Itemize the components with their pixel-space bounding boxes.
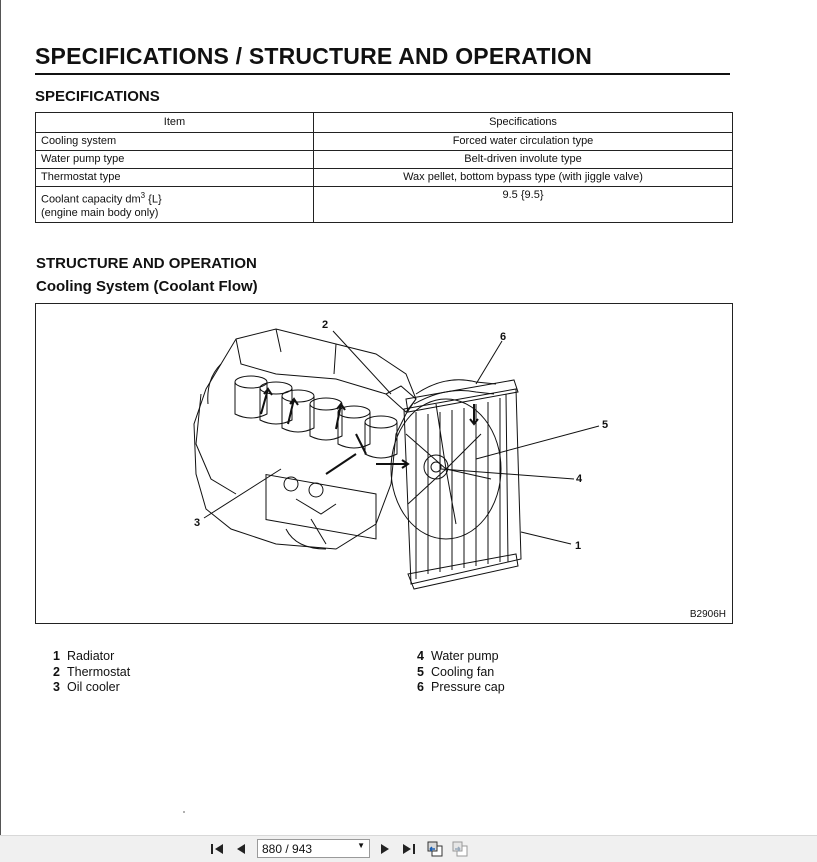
- first-page-icon[interactable]: [209, 840, 225, 858]
- specifications-table: Item Specifications Cooling system Force…: [35, 112, 733, 223]
- legend-item: 1 Radiator: [53, 649, 130, 665]
- title-underline: [35, 73, 730, 75]
- table-row: Thermostat type Wax pellet, bottom bypas…: [35, 168, 733, 187]
- legend-number: 6: [417, 680, 424, 694]
- page-number-select[interactable]: 880 / 943 ▼: [257, 839, 370, 858]
- cooling-system-figure: 1 2 3 4 5 6 B2906H: [35, 303, 733, 624]
- dropdown-caret-icon: ▼: [357, 841, 365, 850]
- structure-heading: STRUCTURE AND OPERATION: [36, 255, 257, 272]
- callout-3: 3: [194, 517, 200, 529]
- superscript-3: 3: [140, 191, 146, 200]
- legend-label: Oil cooler: [67, 680, 120, 694]
- callout-1: 1: [575, 540, 581, 552]
- legend-right: 4 Water pump 5 Cooling fan 6 Pressure cap: [417, 649, 505, 696]
- legend-item: 5 Cooling fan: [417, 665, 505, 681]
- unit-label: {L}: [145, 193, 162, 206]
- table-header-specifications: Specifications: [313, 112, 733, 133]
- table-cell-item: Thermostat type: [35, 168, 314, 187]
- figure-heading: Cooling System (Coolant Flow): [36, 278, 258, 295]
- engine-block-drawing: [193, 328, 417, 550]
- legend-number: 5: [417, 664, 424, 679]
- callout-4: 4: [576, 473, 583, 485]
- oil-cooler-drawing: [265, 473, 377, 540]
- callout-5: 5: [602, 419, 608, 431]
- legend-label: Thermostat: [67, 664, 131, 679]
- legend-number: 4: [417, 649, 424, 663]
- previous-view-icon[interactable]: [426, 840, 444, 858]
- legend-label: Water pump: [431, 649, 499, 663]
- page-speck: [183, 811, 185, 813]
- callout-numbers: 1 2 3 4 5 6: [194, 319, 608, 552]
- page-indicator: 880 / 943: [262, 841, 313, 856]
- page-title: SPECIFICATIONS / STRUCTURE AND OPERATION: [35, 43, 593, 69]
- pistons-drawing: [234, 375, 398, 459]
- legend-left: 1 Radiator 2 Thermostat 3 Oil cooler: [53, 649, 130, 696]
- table-header-row: Item Specifications: [35, 112, 733, 133]
- legend-item: 4 Water pump: [417, 649, 505, 665]
- figure-code: B2906H: [689, 609, 726, 620]
- legend-number: 3: [53, 680, 60, 694]
- table-cell-item: Water pump type: [35, 150, 314, 169]
- table-row: Cooling system Forced water circulation …: [35, 132, 733, 151]
- table-row: Coolant capacity dm3 {L} (engine main bo…: [35, 186, 733, 223]
- legend-number: 1: [53, 649, 60, 663]
- legend-item: 3 Oil cooler: [53, 680, 130, 696]
- cooling-fan-drawing: [390, 398, 502, 540]
- table-cell-item: Coolant capacity dm3 {L} (engine main bo…: [35, 186, 314, 223]
- callout-leaders: [203, 330, 600, 545]
- legend-label: Pressure cap: [431, 680, 505, 694]
- legend-item: 2 Thermostat: [53, 665, 130, 681]
- legend-label: Radiator: [67, 649, 115, 663]
- legend-label: Cooling fan: [431, 664, 495, 679]
- coolant-capacity-label: Coolant capacity dm: [41, 193, 141, 206]
- next-view-icon[interactable]: [451, 840, 469, 858]
- table-cell-spec: Belt-driven involute type: [313, 150, 733, 169]
- last-page-icon[interactable]: [401, 840, 417, 858]
- legend-item: 6 Pressure cap: [417, 680, 505, 696]
- coolant-capacity-note: (engine main body only): [41, 206, 159, 219]
- specifications-heading: SPECIFICATIONS: [35, 88, 160, 105]
- callout-2: 2: [322, 319, 328, 331]
- table-cell-spec: 9.5 {9.5}: [313, 186, 733, 223]
- engine-cooling-illustration: 1 2 3 4 5 6: [193, 319, 608, 590]
- table-header-item: Item: [35, 112, 314, 133]
- legend-number: 2: [53, 664, 60, 679]
- page-left-edge: [0, 0, 1, 835]
- coolant-flow-arrows: [260, 387, 479, 475]
- table-cell-spec: Forced water circulation type: [313, 132, 733, 151]
- table-cell-item: Cooling system: [35, 132, 314, 151]
- next-page-icon[interactable]: [378, 840, 392, 858]
- table-row: Water pump type Belt-driven involute typ…: [35, 150, 733, 169]
- table-cell-spec: Wax pellet, bottom bypass type (with jig…: [313, 168, 733, 187]
- page-navigation-toolbar: 880 / 943 ▼: [0, 835, 817, 862]
- radiator-drawing: [403, 379, 522, 590]
- callout-6: 6: [500, 331, 506, 343]
- previous-page-icon[interactable]: [234, 840, 248, 858]
